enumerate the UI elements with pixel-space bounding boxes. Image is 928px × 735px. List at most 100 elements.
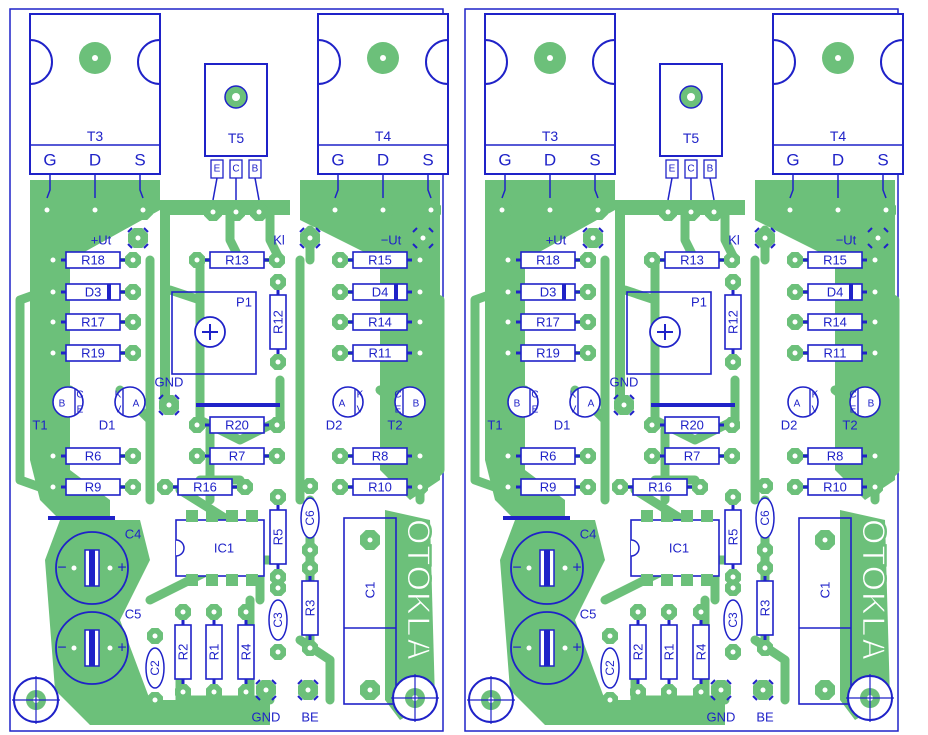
mount-hole [232,93,240,101]
pad-hole [649,257,655,263]
transistor-outline [772,13,904,175]
resistor-body [177,478,233,496]
ic-pad [226,574,238,586]
pad-hole [505,257,511,263]
resistor-label: R2 [631,644,646,661]
ic-pad [681,510,693,522]
pad-hole [526,645,532,651]
copper-trace [470,285,508,495]
resistor-body [269,509,287,565]
pad-hole [130,319,136,325]
pin-label: B [707,164,714,175]
ic-pad [701,510,713,522]
resistor-label: R6 [540,449,557,464]
resistor-label: R19 [536,346,560,361]
pad-hole [585,453,591,459]
mount-hole-cross [12,676,60,724]
pad-hole [883,207,889,213]
pad-hole [332,207,338,213]
pad-hole [243,689,249,695]
pad-hole [50,319,56,325]
pad-hole [872,484,878,490]
pad-hole [730,279,736,285]
ic-pad [661,574,673,586]
pin-lead [334,174,339,199]
pad-hole [730,574,736,580]
pad-hole [337,484,343,490]
pad-hole [50,257,56,263]
resistor-body [269,294,287,350]
pad-hole [635,689,641,695]
transistor-label: T3 [542,128,559,144]
resistor-body [629,624,647,680]
pad-hole [420,235,426,241]
polarity-minus: − [512,640,521,657]
mount-hole [92,55,98,61]
power-label-plus: +Ut [91,233,112,248]
pin-label: D [832,151,844,170]
pad-hole [307,565,313,571]
pad-hole [275,649,281,655]
polarity-minus: − [57,640,66,657]
resistor-label: R4 [239,644,254,661]
pad-hole [50,453,56,459]
pin-lead [46,174,51,199]
pad-hole [92,207,98,213]
resistor-body [807,251,863,269]
pad-hole [762,547,768,553]
polarity-minus: − [57,560,66,577]
polarity-plus: + [572,560,581,577]
pad-hole [792,484,798,490]
pin-lead [667,177,673,201]
pad-hole [417,350,423,356]
mount-hole-cross [391,674,439,722]
mount-notch [425,39,449,85]
pad-hole [635,609,641,615]
pad-hole [337,453,343,459]
ic-label: IC1 [214,541,234,556]
pin-label: S [422,151,433,170]
ic-pad [186,574,198,586]
pad-hole [730,649,736,655]
power-label-minus: −Ut [836,233,857,248]
pad-hole [337,319,343,325]
resistor-label: R15 [823,253,847,268]
pad-hole [274,422,280,428]
pad-hole [307,483,313,489]
capacitor-label: C5 [125,607,142,622]
pad-hole [718,687,724,693]
pad-hole [367,687,373,693]
transistor-outline [484,13,616,175]
resistor-body [65,478,121,496]
pad-hole [50,289,56,295]
pad-hole [595,207,601,213]
pin-letter: A [339,399,346,410]
pad-hole [417,289,423,295]
trimmer-cross [202,324,218,340]
ic-label: IC1 [669,541,689,556]
resistor-label: R5 [271,529,286,546]
pad-hole [872,453,878,459]
pad-hole [367,537,373,543]
pad-hole [180,609,186,615]
test-point-marks [297,679,319,701]
pad-hole [337,350,343,356]
resistor-body [352,283,408,301]
mount-hole [547,55,553,61]
resistor-body [520,344,576,362]
pad-hole [835,207,841,213]
polarity-minus: − [512,560,521,577]
resistor-body [520,313,576,331]
pin-label: S [877,151,888,170]
pad-hole [607,633,613,639]
resistor-label: R1 [662,644,677,661]
pad-hole [697,484,703,490]
pin-label: G [331,151,344,170]
resistor-label: R16 [193,480,217,495]
pad-hole [792,319,798,325]
resistor-body [301,580,319,636]
polarity-plus: + [572,640,581,657]
resistor-body [724,294,742,350]
pin-letter: E [850,405,857,416]
